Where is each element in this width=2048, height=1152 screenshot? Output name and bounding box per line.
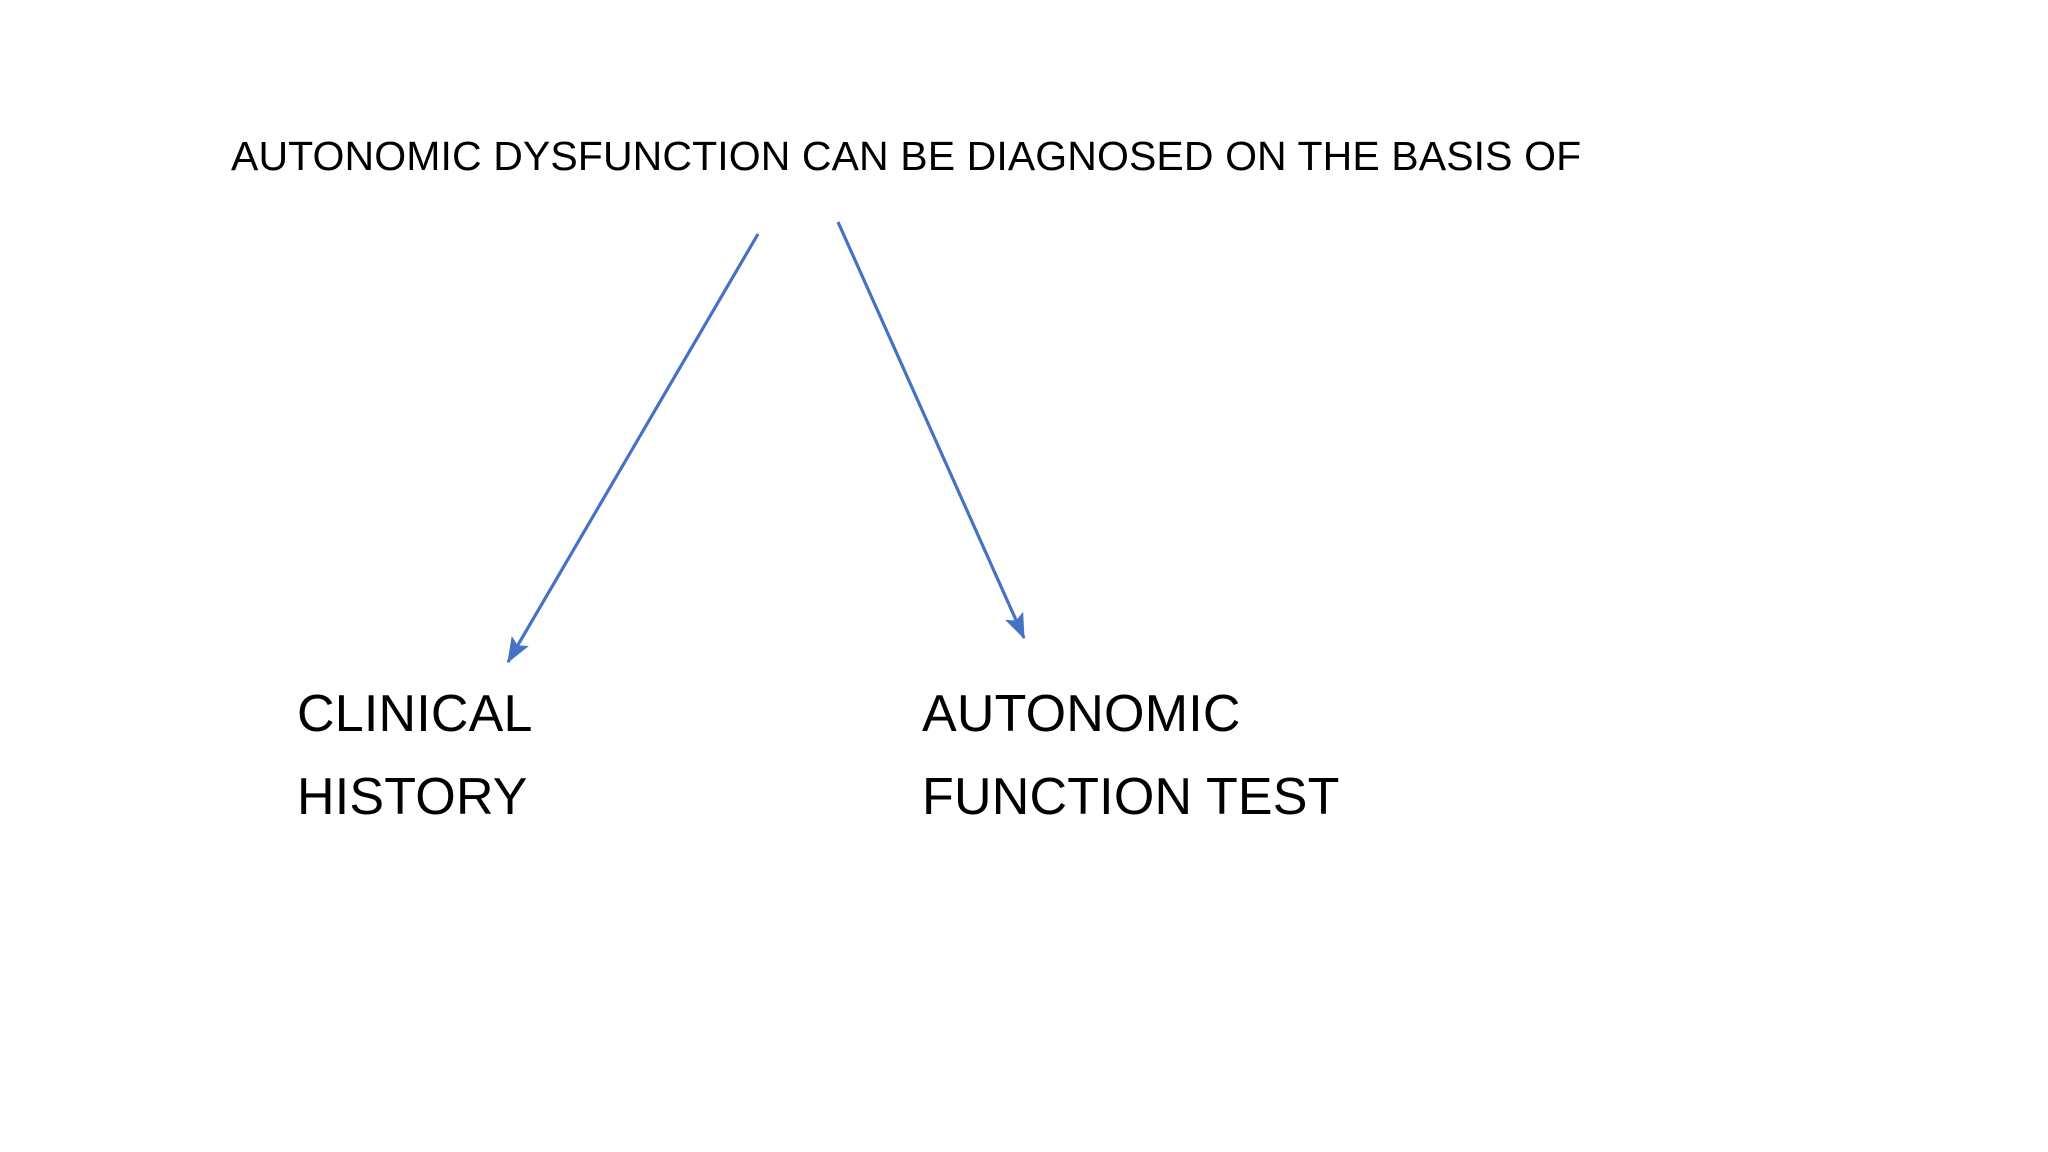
branch-clinical-history-line2: HISTORY (297, 768, 528, 826)
arrow-to-clinical-history (506, 233, 760, 664)
branch-clinical-history-line1: CLINICAL (297, 685, 533, 743)
branch-autonomic-function-test: AUTONOMIC FUNCTION TEST (922, 673, 1340, 839)
arrow-to-autonomic-function-test (836, 221, 1026, 640)
page-title: AUTONOMIC DYSFUNCTION CAN BE DIAGNOSED O… (231, 133, 1582, 179)
branch-autonomic-function-test-line2: FUNCTION TEST (922, 768, 1340, 826)
branch-clinical-history: CLINICAL HISTORY (297, 673, 533, 839)
branch-autonomic-function-test-line1: AUTONOMIC (922, 685, 1241, 743)
